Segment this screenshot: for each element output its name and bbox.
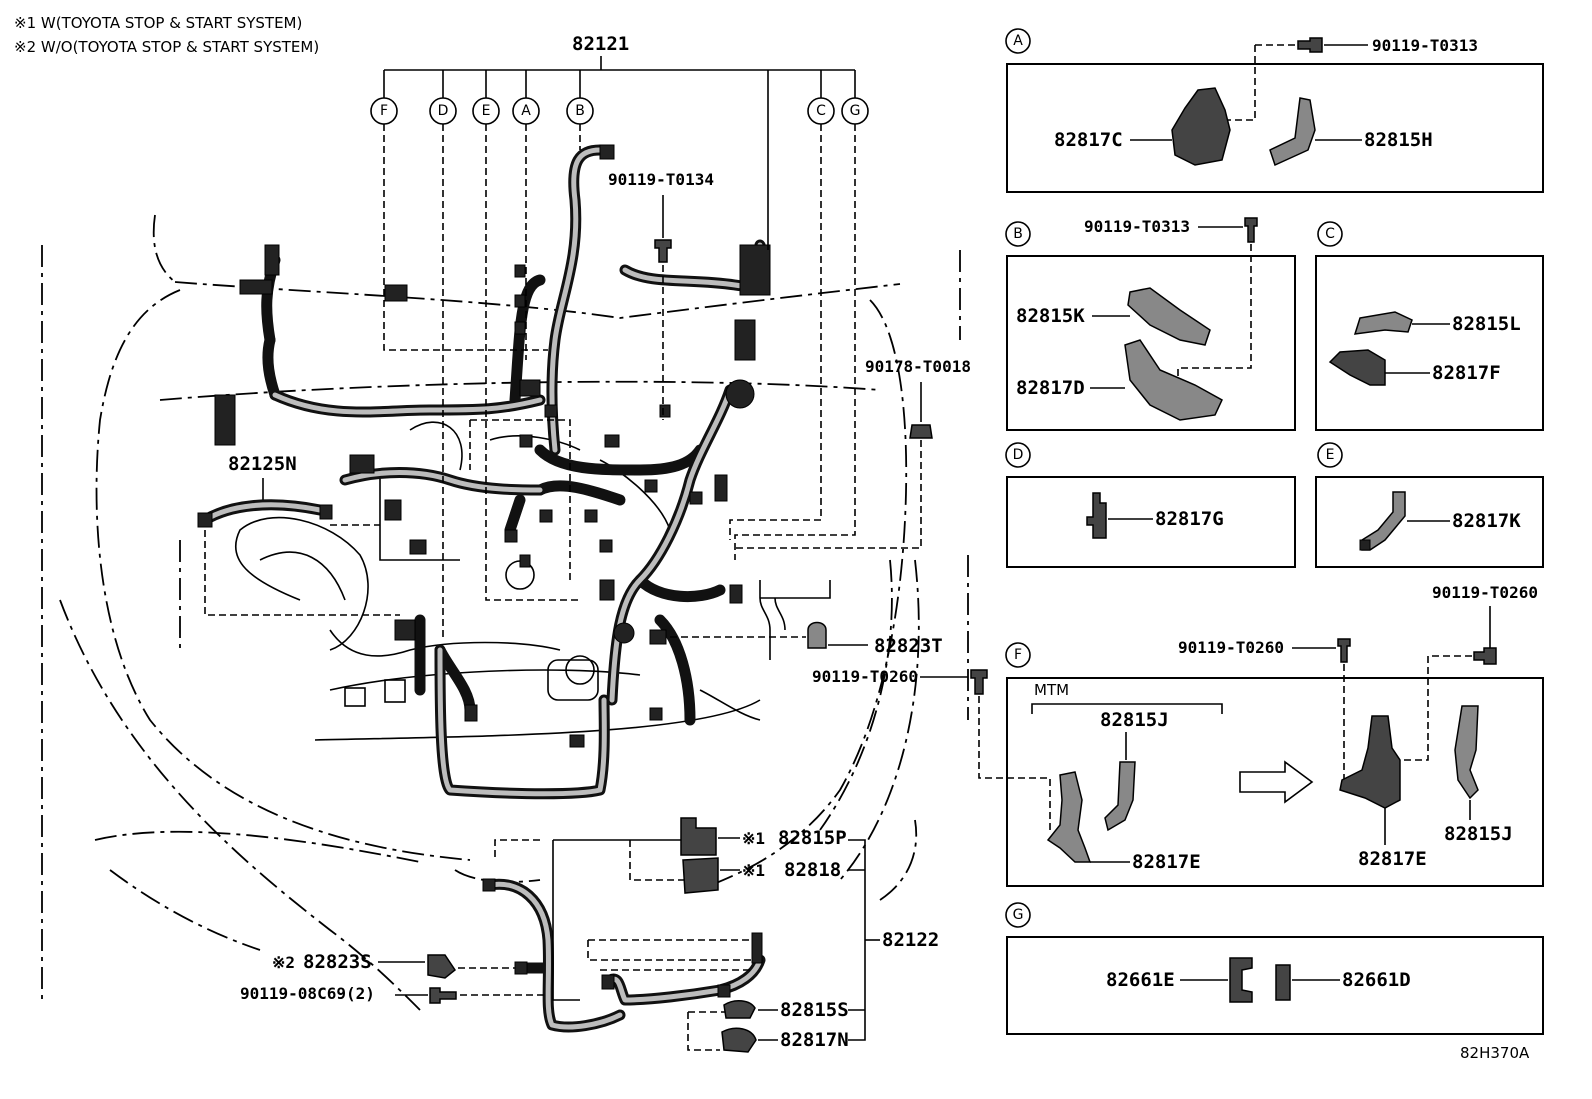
- panel-f: F 90119-T0260 90119-T0260 MTM 82815J 828…: [1005, 583, 1544, 887]
- part-82121-label: 82121: [572, 33, 629, 55]
- part-90119-t0134-label: 90119-T0134: [608, 170, 714, 189]
- mark-1-b: ※1: [742, 861, 765, 880]
- callout-e: E: [482, 103, 491, 119]
- callout-leaders: [383, 124, 856, 640]
- diagram-code: 82H370A: [1460, 1044, 1530, 1062]
- part-82815j-left-label: 82815J: [1100, 709, 1169, 731]
- callout-d: D: [438, 103, 449, 119]
- panel-d: D 82817G: [1005, 442, 1296, 568]
- part-82823t-label: 82823T: [874, 635, 943, 657]
- panel-d-callout: D: [1013, 447, 1024, 463]
- panel-g: G 82661E 82661D: [1005, 902, 1544, 1035]
- part-82815l-label: 82815L: [1452, 313, 1521, 335]
- part-82817n-label: 82817N: [780, 1029, 849, 1051]
- panel-g-callout: G: [1013, 907, 1024, 923]
- part-82815k-label: 82815K: [1016, 305, 1085, 327]
- harness-82122: 82122: [482, 839, 939, 1051]
- part-82815j-right-label: 82815J: [1444, 823, 1513, 845]
- mark-1-a: ※1: [742, 829, 765, 848]
- clip-90178-t0018-group: 90178-T0018: [735, 357, 971, 549]
- panel-f-bolt-right-label: 90119-T0260: [1432, 583, 1538, 602]
- part-82815h-label: 82815H: [1364, 129, 1433, 151]
- callout-b: B: [575, 103, 585, 119]
- callout-a: A: [521, 103, 531, 119]
- part-82661e-label: 82661E: [1106, 969, 1175, 991]
- note-with-stop-start: ※1 W(TOYOTA STOP & START SYSTEM): [14, 14, 302, 32]
- harness-82121: [214, 144, 771, 800]
- panel-c-callout: C: [1325, 226, 1335, 242]
- part-82817f-label: 82817F: [1432, 362, 1501, 384]
- part-90119-08c69-label: 90119-08C69(2): [240, 984, 375, 1003]
- engine-outline: [234, 421, 761, 741]
- panel-f-bolt-left-label: 90119-T0260: [1178, 638, 1284, 657]
- part-82661d-label: 82661D: [1342, 969, 1411, 991]
- callout-c: C: [816, 103, 826, 119]
- part-82815s-label: 82815S: [780, 999, 849, 1021]
- parts-82823s-bolt: ※2 82823S 90119-08C69(2): [240, 951, 548, 1004]
- part-82815p-label: 82815P: [778, 827, 847, 849]
- part-82817g-label: 82817G: [1155, 508, 1224, 530]
- callout-g: G: [850, 103, 861, 119]
- part-82817c-label: 82817C: [1054, 129, 1123, 151]
- callout-f: F: [380, 103, 388, 119]
- part-90178-t0018-label: 90178-T0018: [865, 357, 971, 376]
- part-82817d-label: 82817D: [1016, 377, 1085, 399]
- part-82817e-right-label: 82817E: [1358, 848, 1427, 870]
- note-without-stop-start: ※2 W/O(TOYOTA STOP & START SYSTEM): [14, 38, 319, 56]
- part-82823s-label: 82823S: [303, 951, 372, 973]
- harness-82125n: 82125N: [197, 453, 400, 616]
- panel-e-callout: E: [1326, 447, 1335, 463]
- bolt-90119-t0260-main: 90119-T0260: [812, 667, 1051, 830]
- leader-82121: 82121: [383, 33, 856, 250]
- clip-icon: [909, 424, 933, 439]
- panel-a-bolt-label: 90119-T0313: [1372, 36, 1478, 55]
- mtm-label: MTM: [1034, 681, 1069, 699]
- panel-a: A 90119-T0313 82817C 82815H: [1005, 28, 1544, 193]
- parts-82815p-82818: ※1 82815P ※1 82818: [680, 817, 847, 894]
- mark-2: ※2: [272, 953, 295, 972]
- bolt-90119-t0134-group: 90119-T0134: [608, 170, 714, 420]
- part-82818-label: 82818: [784, 859, 841, 881]
- bolt-icon: [654, 239, 672, 263]
- part-82122-label: 82122: [882, 929, 939, 951]
- panel-e: E 82817K: [1315, 442, 1544, 568]
- panel-f-callout: F: [1014, 647, 1022, 663]
- part-90119-t0260-main-label: 90119-T0260: [812, 667, 918, 686]
- part-82817k-label: 82817K: [1452, 510, 1521, 532]
- panel-b: B 90119-T0313 82815K 82817D: [1005, 217, 1296, 431]
- panel-a-callout: A: [1013, 33, 1023, 49]
- panel-c: C 82815L 82817F: [1315, 221, 1544, 431]
- arrow-right-icon: [1239, 760, 1314, 804]
- callout-group-top: F D E A B C G: [370, 97, 869, 125]
- part-82125n-label: 82125N: [228, 453, 297, 475]
- part-82817e-left-label: 82817E: [1132, 851, 1201, 873]
- vehicle-body-outline: [41, 214, 969, 1011]
- panel-b-bolt-label: 90119-T0313: [1084, 217, 1190, 236]
- bolt-icon: [970, 669, 988, 695]
- parts-82815s-82817n: 82815S 82817N: [721, 999, 849, 1053]
- panel-b-callout: B: [1013, 226, 1023, 242]
- part-82823t-group: 82823T: [670, 580, 943, 660]
